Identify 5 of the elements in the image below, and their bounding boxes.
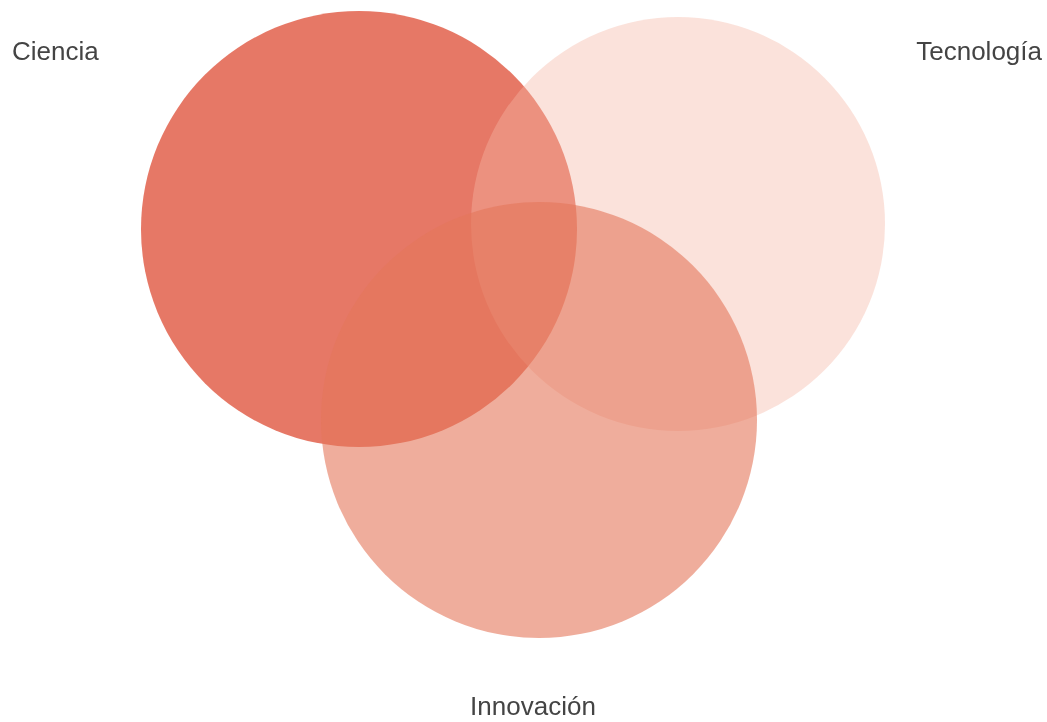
venn-circle xyxy=(141,11,577,447)
set-label: Ciencia xyxy=(12,38,99,64)
set-label: Tecnología xyxy=(916,38,1042,64)
venn-circle xyxy=(321,202,757,638)
set-label: Innovación xyxy=(470,693,596,719)
